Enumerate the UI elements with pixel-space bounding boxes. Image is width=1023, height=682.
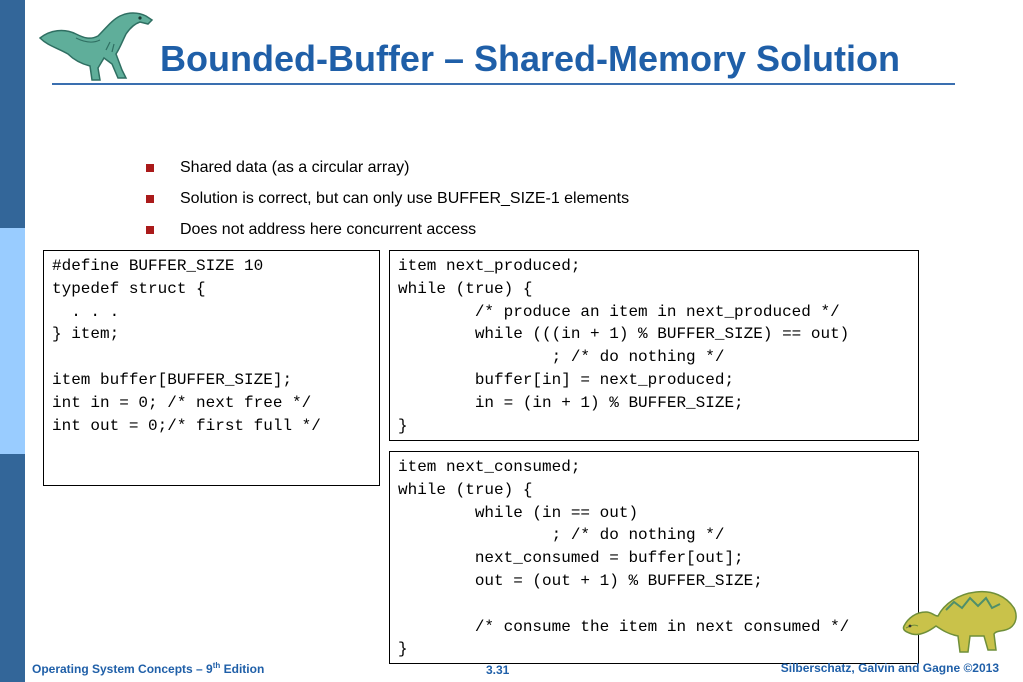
- left-sidebar: [0, 0, 25, 682]
- bullet-text: Does not address here concurrent access: [180, 221, 477, 238]
- square-bullet-icon: [146, 164, 154, 172]
- bullet-text: Shared data (as a circular array): [180, 159, 410, 176]
- bullet-item: Shared data (as a circular array): [146, 157, 629, 188]
- dinosaur-logo-bottom-icon: [902, 590, 1017, 653]
- square-bullet-icon: [146, 195, 154, 203]
- producer-code-box: item next_produced; while (true) { /* pr…: [389, 250, 919, 441]
- sidebar-band-bottom: [0, 454, 25, 682]
- sidebar-band-top: [0, 0, 25, 228]
- square-bullet-icon: [146, 226, 154, 234]
- shared-data-code-box: #define BUFFER_SIZE 10 typedef struct { …: [43, 250, 380, 486]
- sidebar-band-middle: [0, 228, 25, 454]
- bullet-text: Solution is correct, but can only use BU…: [180, 190, 630, 207]
- footer-page-number: 3.31: [486, 663, 510, 677]
- title-underline: [52, 83, 955, 85]
- bullet-item: Solution is correct, but can only use BU…: [146, 188, 629, 219]
- bullet-item: Does not address here concurrent access: [146, 219, 629, 250]
- bullet-list: Shared data (as a circular array) Soluti…: [146, 157, 629, 250]
- consumer-code-box: item next_consumed; while (true) { while…: [389, 451, 919, 664]
- footer-book-title: Operating System Concepts – 9th Edition: [32, 661, 265, 676]
- slide-title: Bounded-Buffer – Shared-Memory Solution: [160, 38, 901, 79]
- footer-copyright: Silberschatz, Galvin and Gagne ©2013: [780, 661, 999, 675]
- dinosaur-logo-top-icon: [38, 12, 154, 81]
